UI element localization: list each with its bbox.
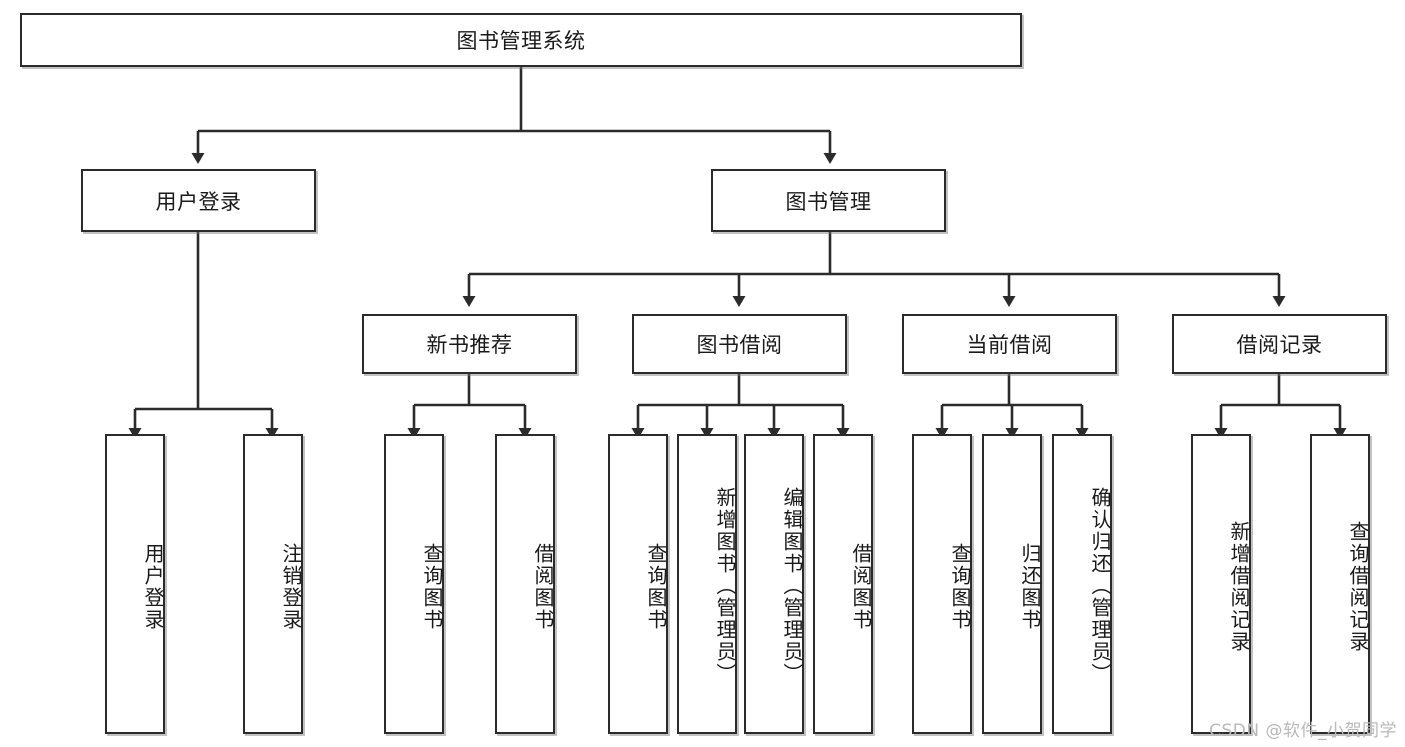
node-book-management[interactable]: 图书管理 [711, 169, 946, 232]
node-current-borrow[interactable]: 当前借阅 [902, 314, 1117, 374]
node-label: 新增图书（管理员） [713, 487, 737, 685]
node-root-system[interactable]: 图书管理系统 [20, 13, 1022, 67]
node-label: 新增借阅记录 [1227, 521, 1251, 653]
node-label: 查询图书 [948, 543, 972, 631]
node-label: 查询图书 [644, 543, 668, 631]
node-new-book-recommend[interactable]: 新书推荐 [362, 314, 577, 374]
node-label: 当前借阅 [966, 333, 1053, 357]
leaf-current-query-book[interactable]: 查询图书 [912, 434, 972, 734]
leaf-current-confirm-return-admin[interactable]: 确认归还（管理员） [1052, 434, 1112, 734]
leaf-borrow-edit-book-admin[interactable]: 编辑图书（管理员） [744, 434, 804, 734]
node-label: 查询图书 [420, 543, 444, 631]
node-label: 借阅图书 [849, 543, 873, 631]
node-label: 注销登录 [279, 543, 303, 631]
leaf-borrow-query-book[interactable]: 查询图书 [608, 434, 668, 734]
node-label: 图书管理系统 [456, 29, 586, 53]
leaf-record-query-record[interactable]: 查询借阅记录 [1310, 434, 1370, 734]
node-label: 查询借阅记录 [1346, 521, 1370, 653]
node-label: 用户登录 [155, 189, 242, 214]
leaf-borrow-borrow-book[interactable]: 借阅图书 [813, 434, 873, 734]
node-user-login[interactable]: 用户登录 [81, 169, 316, 232]
node-label: 新书推荐 [426, 333, 513, 357]
leaf-borrow-add-book-admin[interactable]: 新增图书（管理员） [677, 434, 737, 734]
leaf-current-return-book[interactable]: 归还图书 [982, 434, 1042, 734]
leaf-user-login-logout[interactable]: 注销登录 [243, 434, 303, 734]
node-label: 用户登录 [141, 543, 165, 631]
leaf-recommend-query-book[interactable]: 查询图书 [384, 434, 444, 734]
leaf-recommend-borrow-book[interactable]: 借阅图书 [495, 434, 555, 734]
node-label: 图书管理 [785, 189, 872, 214]
node-label: 借阅图书 [531, 543, 555, 631]
node-borrow-record[interactable]: 借阅记录 [1172, 314, 1387, 374]
node-label: 编辑图书（管理员） [780, 487, 804, 685]
node-label: 归还图书 [1018, 543, 1042, 631]
node-label: 确认归还（管理员） [1088, 487, 1112, 685]
leaf-record-add-record[interactable]: 新增借阅记录 [1191, 434, 1251, 734]
node-book-borrow[interactable]: 图书借阅 [632, 314, 847, 374]
node-label: 图书借阅 [696, 333, 783, 357]
csdn-watermark: CSDN @软件_小贺同学 [1209, 721, 1397, 741]
node-label: 借阅记录 [1236, 333, 1323, 357]
leaf-user-login-login[interactable]: 用户登录 [105, 434, 165, 734]
